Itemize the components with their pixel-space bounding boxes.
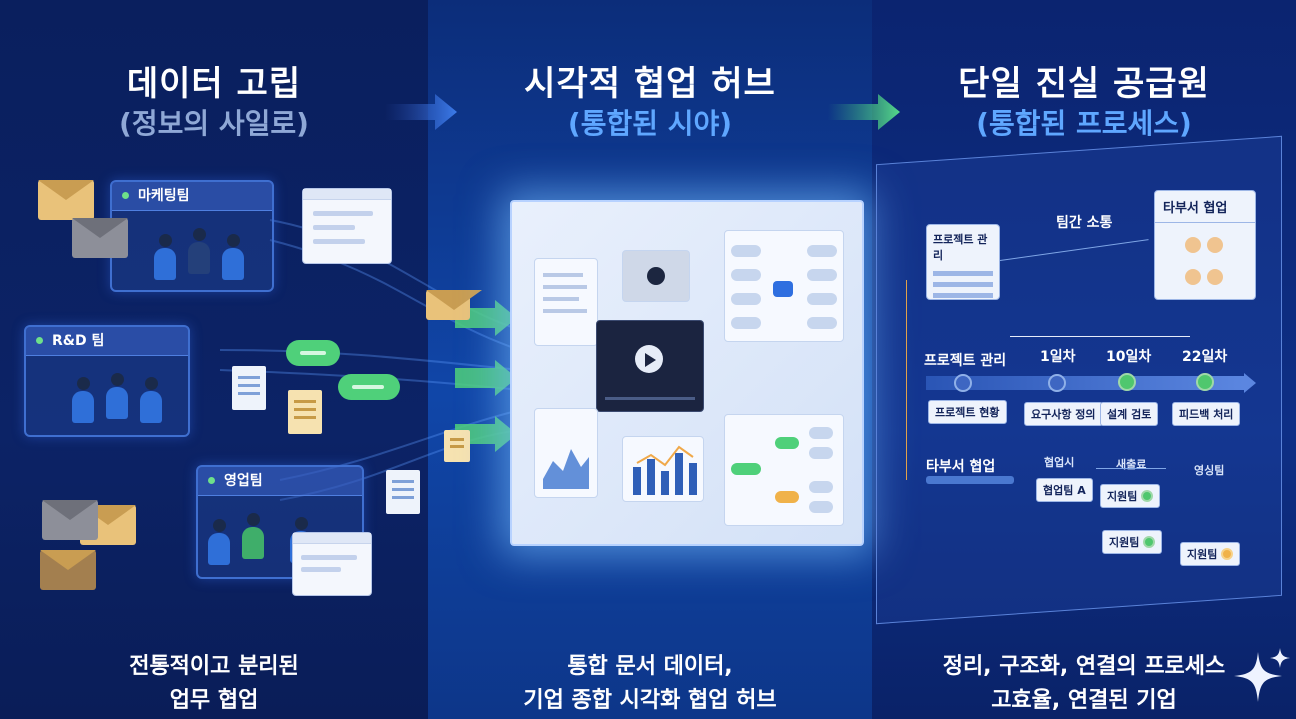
- source-subtitle: (통합된 프로세스): [976, 107, 1192, 140]
- hub-subtitle: (통합된 시야): [567, 107, 733, 140]
- document-card: [534, 258, 598, 346]
- support-team-chip: 지원팀: [1100, 484, 1161, 508]
- person-icon: [72, 377, 94, 423]
- connector-line: [1096, 468, 1166, 469]
- project-mgmt-label: 프로젝트 관리: [924, 353, 1007, 369]
- bar-chart-card: [622, 436, 704, 502]
- flow-label: 협업시: [1044, 456, 1075, 469]
- source-caption-line2: 고효율, 연결된 기업: [991, 688, 1177, 713]
- hub-caption-line1: 통합 문서 데이터,: [567, 654, 733, 679]
- silo-title: 데이터 고립: [126, 64, 302, 104]
- support-team-label: 지원팀: [1107, 490, 1138, 503]
- milestone-check-icon: [1118, 373, 1136, 391]
- person-icon: [140, 377, 162, 423]
- report-card: [534, 408, 598, 498]
- video-player: [596, 320, 704, 412]
- support-team-label: 지원팀: [1109, 536, 1140, 549]
- hub-title: 시각적 협업 허브: [524, 64, 776, 104]
- status-dot: [122, 192, 129, 199]
- person-icon: [242, 513, 264, 559]
- envelope-icon: [426, 290, 482, 320]
- timeline-bar: [926, 376, 1244, 390]
- sales-label: 영업팀: [198, 467, 362, 496]
- cross-dept-card-label: 타부서 협업: [1155, 191, 1255, 223]
- mindmap-card: [724, 230, 844, 342]
- arrow-icon: [385, 94, 457, 130]
- chat-window: [302, 188, 392, 264]
- pending-icon: [1221, 548, 1234, 560]
- chat-window: [292, 532, 372, 596]
- envelope-icon: [38, 180, 94, 220]
- check-icon: [1141, 490, 1154, 502]
- check-icon: [1143, 536, 1156, 548]
- video-thumbnail: [622, 250, 690, 302]
- rnd-label: R&D 팀: [26, 327, 188, 356]
- connector-line: [906, 280, 907, 480]
- chat-bubble-icon: [338, 374, 400, 400]
- milestone-check-icon: [1196, 373, 1214, 391]
- mindmap-card: [724, 414, 844, 526]
- person-icon: [208, 519, 230, 565]
- document-icon: [288, 390, 322, 434]
- single-source-panel: [872, 0, 1296, 719]
- marketing-label: 마케팅팀: [112, 182, 272, 211]
- task-chip-design-review: 설계 검토: [1100, 402, 1159, 426]
- silo-caption-line2: 업무 협업: [169, 688, 259, 713]
- support-team-label: 지원팀: [1187, 548, 1218, 561]
- milestone-dot: [1048, 374, 1066, 392]
- person-icon: [106, 373, 128, 419]
- flow-label: 새출료: [1116, 458, 1147, 471]
- sparkle-icon: [1234, 648, 1290, 702]
- source-title: 단일 진실 공급원: [958, 64, 1210, 104]
- connector-line: [1010, 336, 1190, 337]
- project-mgmt-card: 프로젝트 관리: [926, 224, 1000, 300]
- silo-subtitle: (정보의 사일로): [119, 107, 309, 140]
- task-chip-feedback: 피드백 처리: [1172, 402, 1241, 426]
- support-team-chip: 지원팀: [1180, 542, 1241, 566]
- arrow-icon: [828, 94, 900, 130]
- milestone-dot: [954, 374, 972, 392]
- cross-dept-label: 타부서 협업: [926, 459, 996, 475]
- timeline-arrowhead: [1244, 373, 1256, 393]
- hub-caption-line2: 기업 종합 시각화 협업 허브: [523, 688, 777, 713]
- envelope-icon: [72, 218, 128, 258]
- cross-dept-bar: [926, 476, 1014, 484]
- timeline-day-22: 22일차: [1182, 349, 1228, 365]
- team-comm-label: 팀간 소통: [1056, 215, 1113, 231]
- person-icon: [188, 228, 210, 274]
- document-icon: [386, 470, 420, 514]
- status-dot: [36, 337, 43, 344]
- document-icon: [444, 430, 470, 462]
- envelope-icon: [40, 550, 96, 590]
- chat-bubble-icon: [286, 340, 340, 366]
- data-silo-panel: [0, 0, 428, 719]
- project-mgmt-card-label: 프로젝트 관리: [933, 233, 988, 262]
- silo-caption-line1: 전통적이고 분리된: [129, 654, 299, 679]
- timeline-day-1: 1일차: [1040, 349, 1076, 365]
- rnd-silo-box: R&D 팀: [24, 325, 190, 437]
- cross-dept-card: 타부서 협업: [1154, 190, 1256, 300]
- project-status-chip: 프로젝트 현황: [928, 400, 1007, 424]
- support-team-chip: 지원팀: [1102, 530, 1163, 554]
- timeline-day-10: 10일차: [1106, 349, 1152, 365]
- status-dot: [208, 477, 215, 484]
- document-icon: [232, 366, 266, 410]
- visual-hub-board: [510, 200, 864, 546]
- task-chip-requirements: 요구사항 정의: [1024, 402, 1103, 426]
- person-icon: [222, 234, 244, 280]
- source-caption-line1: 정리, 구조화, 연결의 프로세스: [942, 654, 1226, 679]
- person-icon: [154, 234, 176, 280]
- marketing-silo-box: 마케팅팀: [110, 180, 274, 292]
- flow-label: 영싱팀: [1194, 464, 1225, 477]
- envelope-icon: [42, 500, 98, 540]
- partner-team-chip: 협업팀 A: [1036, 478, 1093, 502]
